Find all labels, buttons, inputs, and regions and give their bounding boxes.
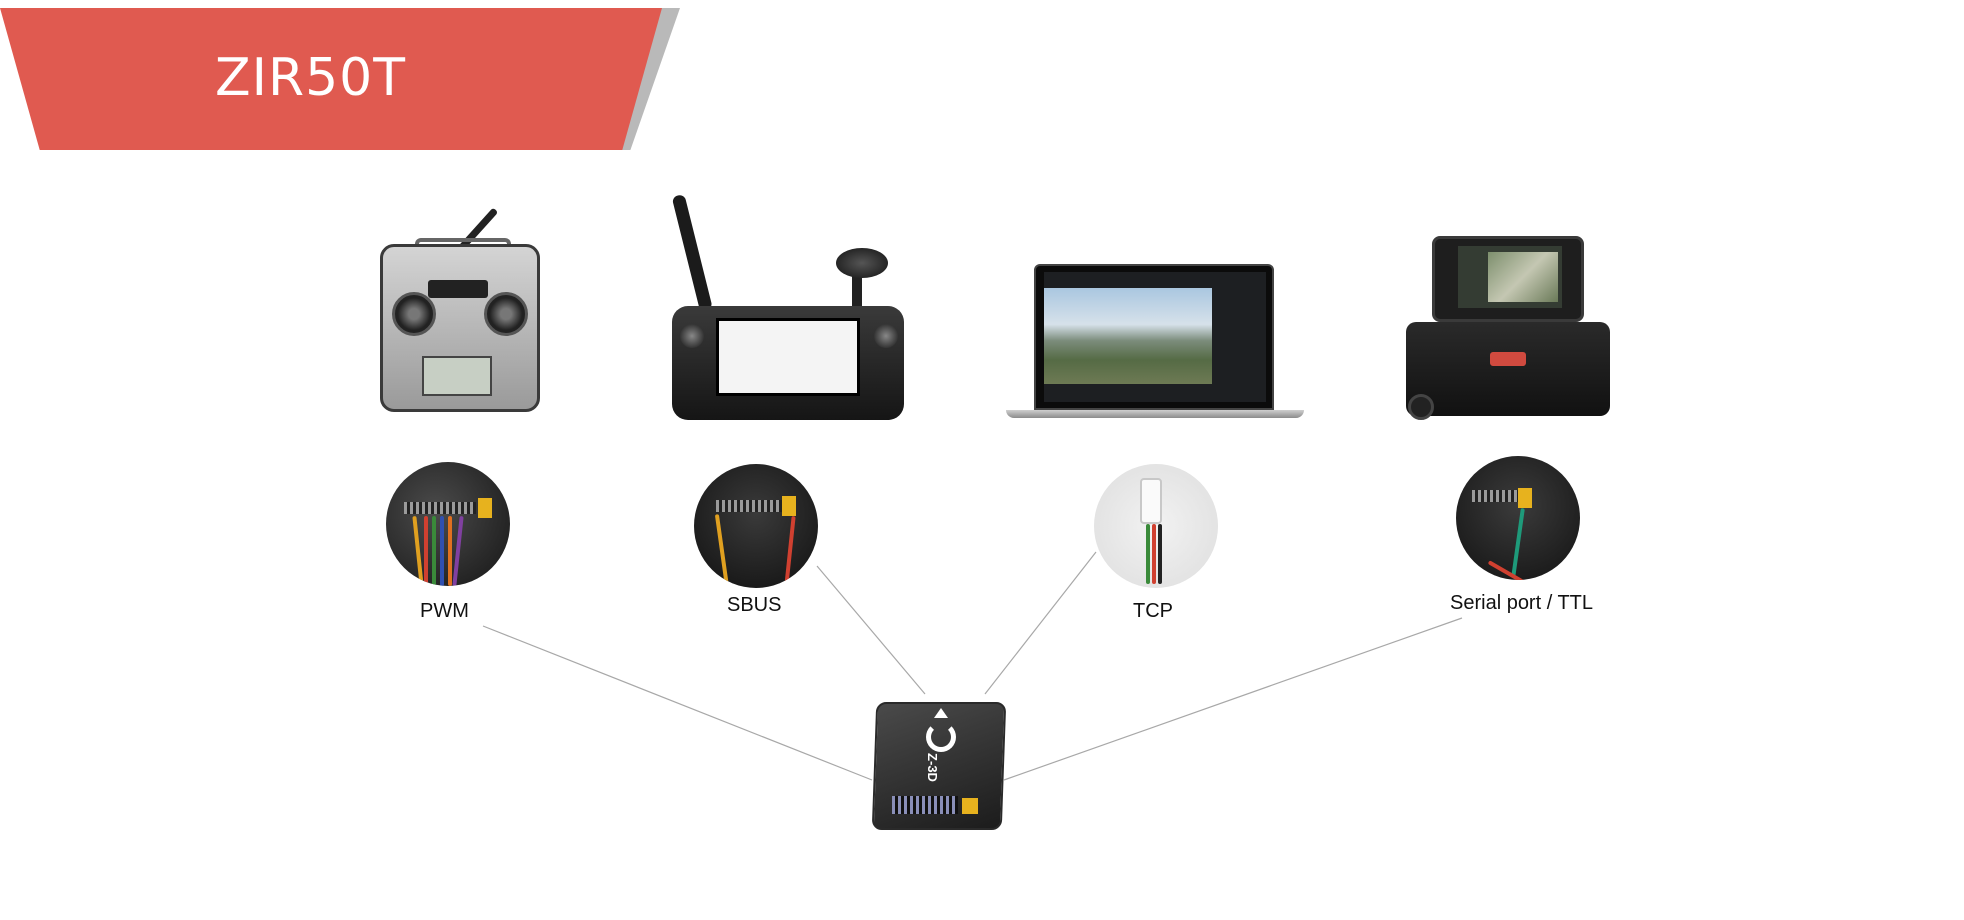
serial-ttl-connector-photo xyxy=(1456,456,1580,580)
pwm-connector-photo xyxy=(386,462,510,586)
hub-label: Z-3D xyxy=(924,753,940,782)
label-tcp: TCP xyxy=(1133,600,1173,622)
label-pwm: PWM xyxy=(420,600,469,622)
line-tcp xyxy=(984,551,1097,695)
line-ttl xyxy=(1003,617,1463,781)
sbus-connector-photo xyxy=(694,464,818,588)
title-banner xyxy=(0,8,662,150)
tcp-connector-photo xyxy=(1094,464,1218,588)
label-serial-ttl: Serial port / TTL xyxy=(1450,592,1594,614)
page-title: ZIR50T xyxy=(215,48,407,108)
line-pwm xyxy=(482,625,873,781)
line-sbus xyxy=(816,565,926,695)
label-sbus: SBUS xyxy=(727,594,782,616)
